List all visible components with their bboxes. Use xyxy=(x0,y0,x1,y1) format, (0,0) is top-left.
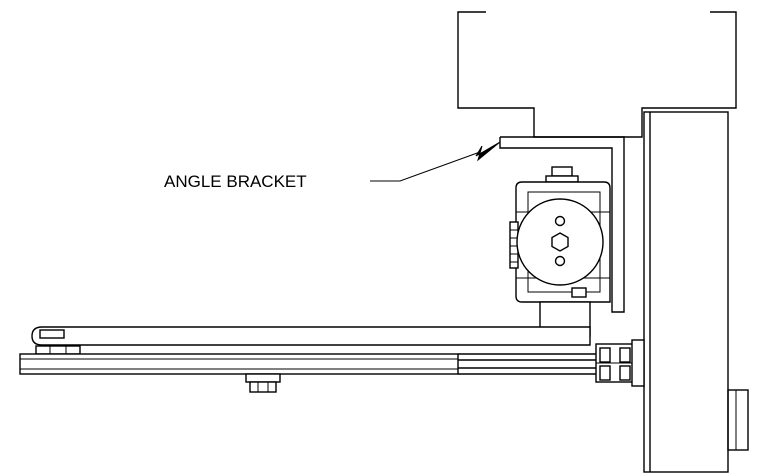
door-jamb xyxy=(643,111,749,473)
callout-leader xyxy=(370,141,501,182)
bottom-nut xyxy=(245,373,281,393)
roller-wheel xyxy=(516,198,604,286)
upper-frame xyxy=(457,11,737,138)
lower-arm xyxy=(19,353,600,375)
top-bolt xyxy=(545,166,579,183)
upper-arm xyxy=(31,326,591,355)
angle-bracket-label: ANGLE BRACKET xyxy=(164,172,307,191)
angle-bracket xyxy=(499,136,625,313)
pivot-hinge xyxy=(595,339,645,387)
